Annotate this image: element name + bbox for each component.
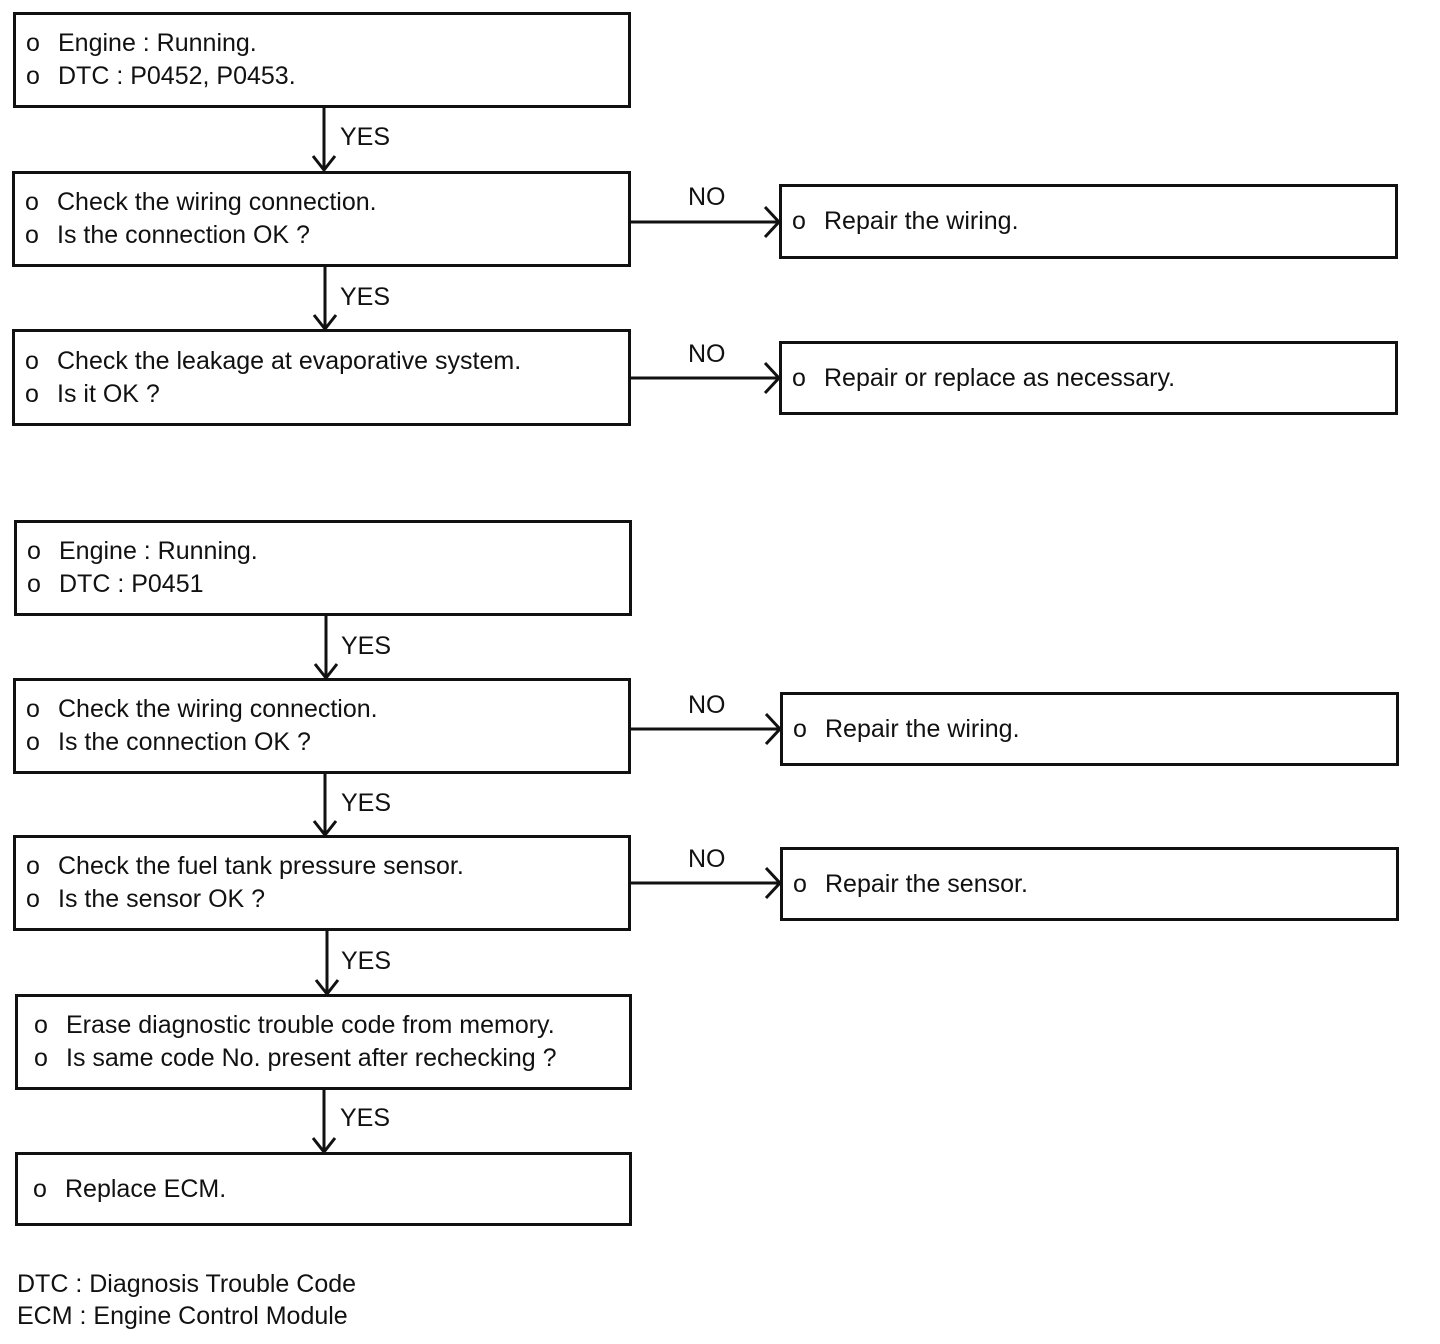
flow2-yes-label-2: YES [341, 789, 392, 817]
flow1-yes-label-1: YES [340, 123, 391, 151]
flow1-yes-label-2: YES [340, 283, 391, 311]
flow1-no-label-1: NO [688, 183, 726, 211]
legend-dtc: DTC : Diagnosis Trouble Code [17, 1270, 357, 1298]
flow2-no-label-1: NO [688, 691, 726, 719]
flow2-yes-label-3: YES [341, 947, 392, 975]
flow2-yes-label-4: YES [340, 1104, 391, 1132]
legend-ecm: ECM : Engine Control Module [17, 1302, 348, 1330]
flow2-yes-label-1: YES [341, 632, 392, 660]
flow2-no-label-2: NO [688, 845, 726, 873]
flow1-no-label-2: NO [688, 340, 726, 368]
